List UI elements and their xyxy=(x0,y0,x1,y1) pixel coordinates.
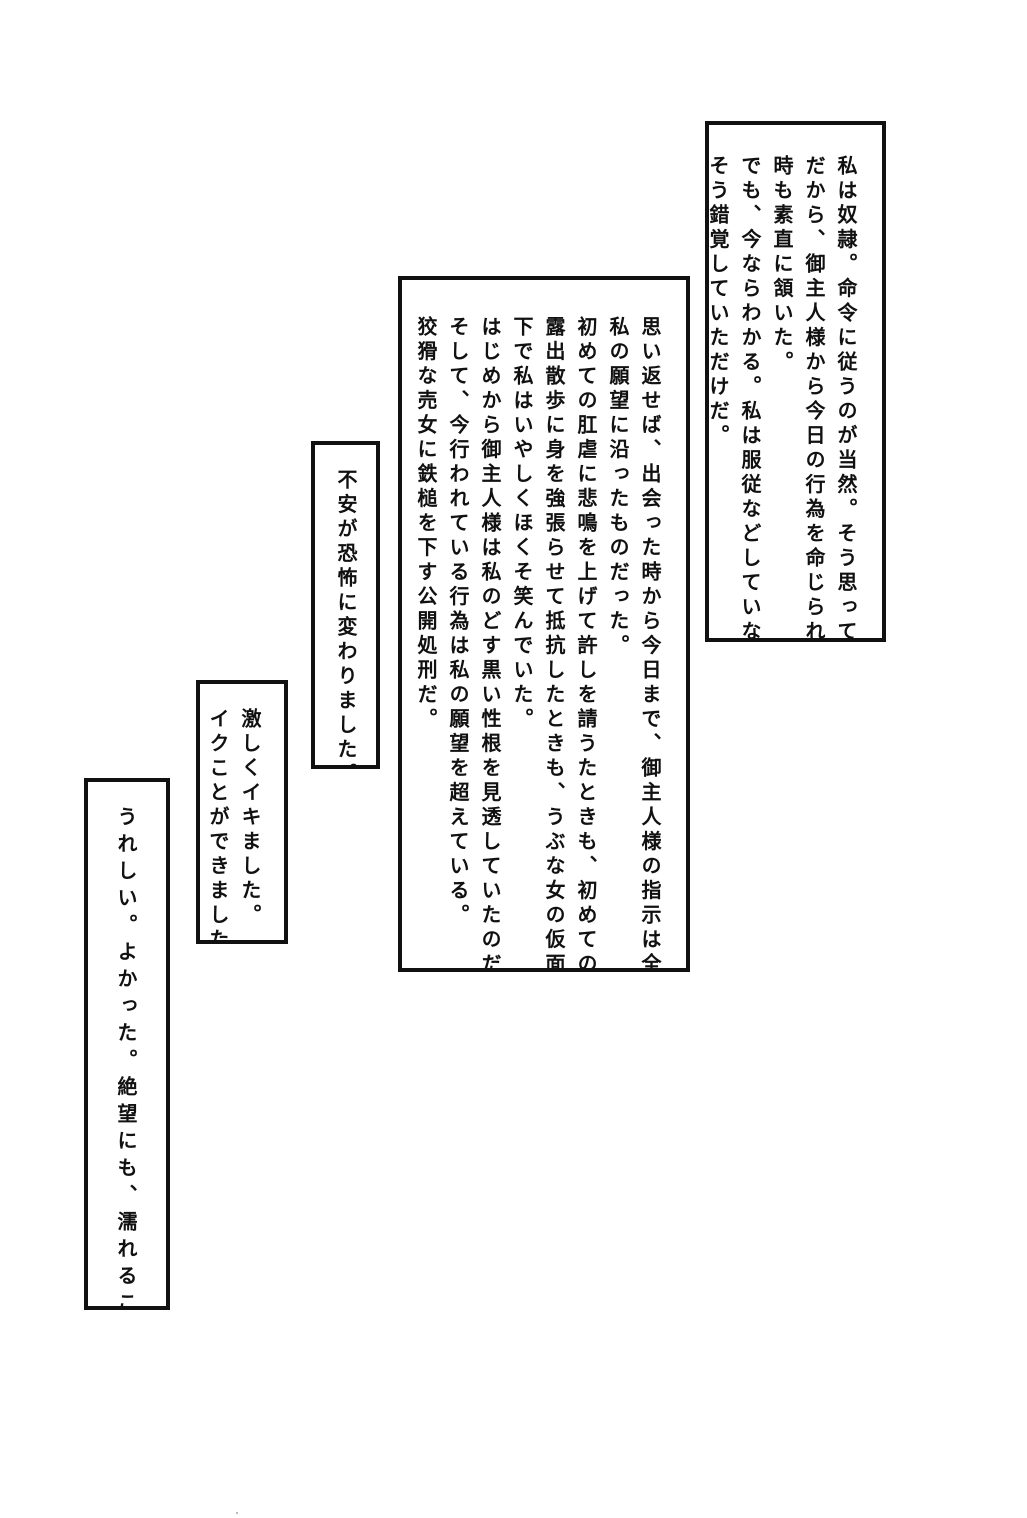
narration-box-1: 私は奴隷。命令に従うのが当然。そう思っていた。 だから、御主人様から今日の行為を… xyxy=(705,121,886,642)
narration-text-2: 思い返せば、出会った時から今日まで、御主人様の指示は全て、 私の願望に沿ったもの… xyxy=(410,316,666,972)
paper-speck xyxy=(236,1512,238,1514)
narration-line: 激しくイキました。 xyxy=(238,708,262,929)
narration-line: そして、今行われている行為は私の願望を超えている。 xyxy=(446,316,470,929)
narration-line: 露出散歩に身を強張らせて抵抗したときも、うぶな女の仮面の xyxy=(542,316,566,972)
narration-line: 思い返せば、出会った時から今日まで、御主人様の指示は全て、 xyxy=(638,316,662,972)
narration-text-3: 不安が恐怖に変わりました。 xyxy=(330,469,362,769)
narration-text-5: うれしい。よかった。絶望にも、濡れることができる。 xyxy=(110,806,142,1310)
narration-box-4: 激しくイキました。 イクことができました。 xyxy=(196,680,288,944)
narration-line: 時も素直に頷いた。 xyxy=(770,155,794,376)
narration-line: そう錯覚していただけだ。 xyxy=(706,155,730,449)
narration-text-4: 激しくイキました。 イクことができました。 xyxy=(202,708,266,944)
narration-line: 下で私はいやしくほくそ笑んでいた。 xyxy=(510,316,534,733)
narration-line: でも、今ならわかる。私は服従などしていなかった。 xyxy=(738,155,762,642)
narration-box-3: 不安が恐怖に変わりました。 xyxy=(311,441,380,769)
narration-line: だから、御主人様から今日の行為を命じられた xyxy=(802,155,826,642)
narration-box-5: うれしい。よかった。絶望にも、濡れることができる。 xyxy=(84,778,170,1310)
narration-line: 初めての肛虐に悲鳴を上げて許しを請うたときも、初めての xyxy=(574,316,598,972)
narration-line: うれしい。よかった。絶望にも、濡れることができる。 xyxy=(114,806,138,1310)
narration-line: 私は奴隷。命令に従うのが当然。そう思っていた。 xyxy=(834,155,858,642)
narration-line: イクことができました。 xyxy=(206,708,230,944)
narration-text-1: 私は奴隷。命令に従うのが当然。そう思っていた。 だから、御主人様から今日の行為を… xyxy=(706,155,862,642)
narration-line: 狡猾な売女に鉄槌を下す公開処刑だ。 xyxy=(414,316,438,733)
narration-line: 不安が恐怖に変わりました。 xyxy=(334,469,358,769)
narration-line: はじめから御主人様は私のどす黒い性根を見透していたのだ。 xyxy=(478,316,502,972)
narration-line: 私の願望に沿ったものだった。 xyxy=(606,316,630,659)
narration-box-2: 思い返せば、出会った時から今日まで、御主人様の指示は全て、 私の願望に沿ったもの… xyxy=(398,276,690,972)
